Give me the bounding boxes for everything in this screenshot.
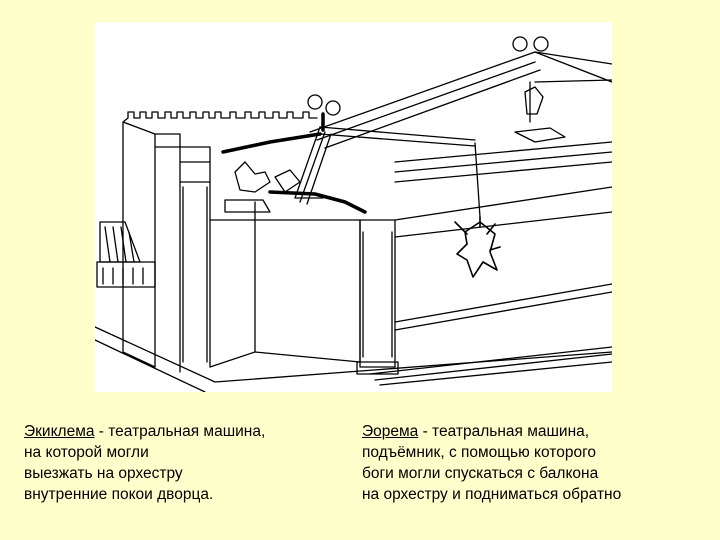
eorema-caption-line1: Эорема - театральная машина, [362,421,712,442]
side-building [96,221,156,288]
ekkyklema-figures [224,161,301,213]
eorema-caption-line3: боги могли спускаться с балкона [362,465,599,482]
theatre-machinery-illustration [95,22,612,392]
ropes [221,112,367,214]
eorema-term: Эорема [362,423,419,440]
eorema-caption-line1-rest: - театральная машина, [418,423,590,440]
ekkyklema-term: Экиклема [24,423,95,440]
ekkyklema-caption-line1-rest: - театральная машина, [94,423,266,440]
ekkyklema-caption-line4: внутренние покои дворца. [24,486,214,503]
wall [209,79,612,375]
god-figure [454,216,501,278]
stage-ground [95,326,612,392]
ekkyklema-caption-line3: выезжать на орхестру [24,465,183,482]
eorema-caption: Эорема - театральная машина, подъёмник, … [362,421,712,505]
roof-figure [514,86,566,143]
eorema-caption-line4: на орхестру и подниматься обратно [362,486,622,503]
ekkyklema-caption-line2: на которой могли [24,444,149,461]
eorema-caption-line2: подъёмник, с помощью которого [362,444,597,461]
roof [309,51,612,183]
ekkyklema-caption: Экиклема - театральная машина, на которо… [24,421,344,505]
tower [122,111,318,373]
ekkyklema-caption-line1: Экиклема - театральная машина, [24,421,344,442]
crane [294,36,549,218]
